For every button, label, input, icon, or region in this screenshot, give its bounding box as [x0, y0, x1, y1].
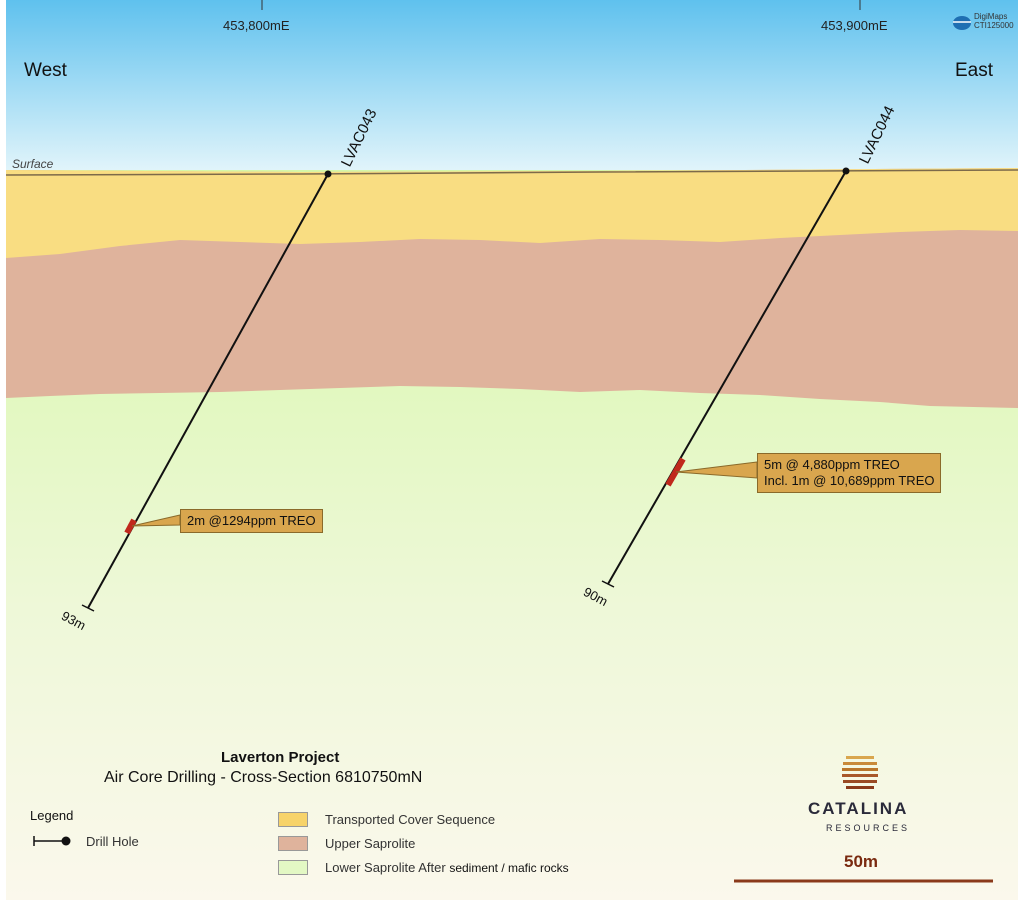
drill-hole-lvac043-trace — [87, 173, 329, 609]
figure-subtitle: Air Core Drilling - Cross-Section 681075… — [104, 769, 423, 786]
scale-bar-label: 50m — [844, 852, 879, 871]
catalina-logo-name: CATALINA — [808, 799, 909, 818]
digimaps-logo-icon — [953, 16, 971, 30]
drill-hole-lvac044-collar — [842, 167, 850, 175]
legend-transported-cover-label: Transported Cover Sequence — [325, 812, 496, 827]
catalina-logo-mark — [842, 756, 878, 789]
surface-label: Surface — [12, 157, 54, 171]
east-label: East — [955, 60, 994, 81]
drill-hole-lvac043-collar — [324, 170, 332, 178]
legend-drill-hole-label: Drill Hole — [86, 834, 139, 849]
sky-area — [6, 0, 1018, 180]
legend-swatch-transported-cover — [278, 812, 308, 827]
intercept-lvac044 — [665, 457, 686, 487]
easting-label-left: 453,800mE — [223, 18, 290, 33]
drill-hole-lvac044-end-tick — [601, 580, 615, 588]
transported-cover-layer — [6, 168, 1018, 258]
intercept-callout-lvac043: 2m @1294ppm TREO — [180, 509, 323, 533]
intercept-lvac044-line1: 5m @ 4,880ppm TREO — [764, 457, 900, 472]
digimaps-logo-text-1: DigiMaps — [974, 12, 1008, 21]
figure-title: Laverton Project — [221, 749, 340, 766]
intercept-callout-lvac044: 5m @ 4,880ppm TREO Incl. 1m @ 10,689ppm … — [757, 453, 942, 493]
legend-swatch-upper-saprolite — [278, 836, 308, 851]
legend-drill-hole-collar — [61, 836, 71, 846]
legend-lower-saprolite-suffix: sediment / mafic rocks — [449, 861, 569, 875]
legend-lower-saprolite-label: Lower Saprolite After sediment / mafic r… — [325, 860, 569, 875]
legend-lower-saprolite-label-main: Lower Saprolite After — [325, 860, 446, 875]
intercept-lvac044-line2: Incl. 1m @ 10,689ppm TREO — [764, 473, 935, 488]
intercept-lvac043 — [124, 518, 137, 535]
surface-line — [5, 169, 1019, 176]
intercept-lvac043-text: 2m @1294ppm TREO — [187, 513, 316, 528]
digimaps-logo-text-2: CTI125000 — [974, 21, 1014, 30]
legend-upper-saprolite-label: Upper Saprolite — [325, 836, 416, 851]
easting-label-right: 453,900mE — [821, 18, 888, 33]
west-label: West — [24, 60, 67, 81]
legend-swatch-lower-saprolite — [278, 860, 308, 875]
drill-hole-lvac043-end-tick — [81, 604, 95, 612]
catalina-logo-sub: RESOURCES — [826, 823, 911, 833]
drill-hole-lvac044-trace — [607, 170, 847, 585]
legend-title: Legend — [30, 808, 74, 823]
